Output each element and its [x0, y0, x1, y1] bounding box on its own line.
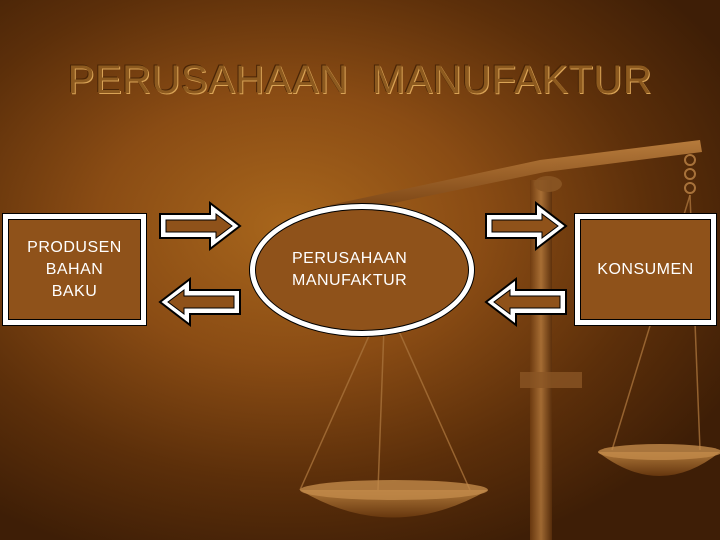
- slide-title: PERUSAHAAN MANUFAKTUR: [67, 58, 653, 102]
- node-supplier: PRODUSEN BAHAN BAKU: [2, 213, 147, 326]
- node-consumer: KONSUMEN: [574, 213, 717, 326]
- node-supplier-label: PRODUSEN BAHAN BAKU: [8, 219, 141, 320]
- node-consumer-label: KONSUMEN: [580, 219, 711, 320]
- arrow-supplier-to-company-icon: [159, 201, 242, 251]
- arrow-company-to-consumer-icon: [485, 201, 568, 251]
- node-company: PERUSAHAAN MANUFAKTUR: [249, 203, 475, 337]
- arrow-consumer-to-company-icon: [484, 277, 567, 327]
- arrow-company-to-supplier-icon: [158, 277, 241, 327]
- node-company-label: PERUSAHAAN MANUFAKTUR: [255, 209, 469, 331]
